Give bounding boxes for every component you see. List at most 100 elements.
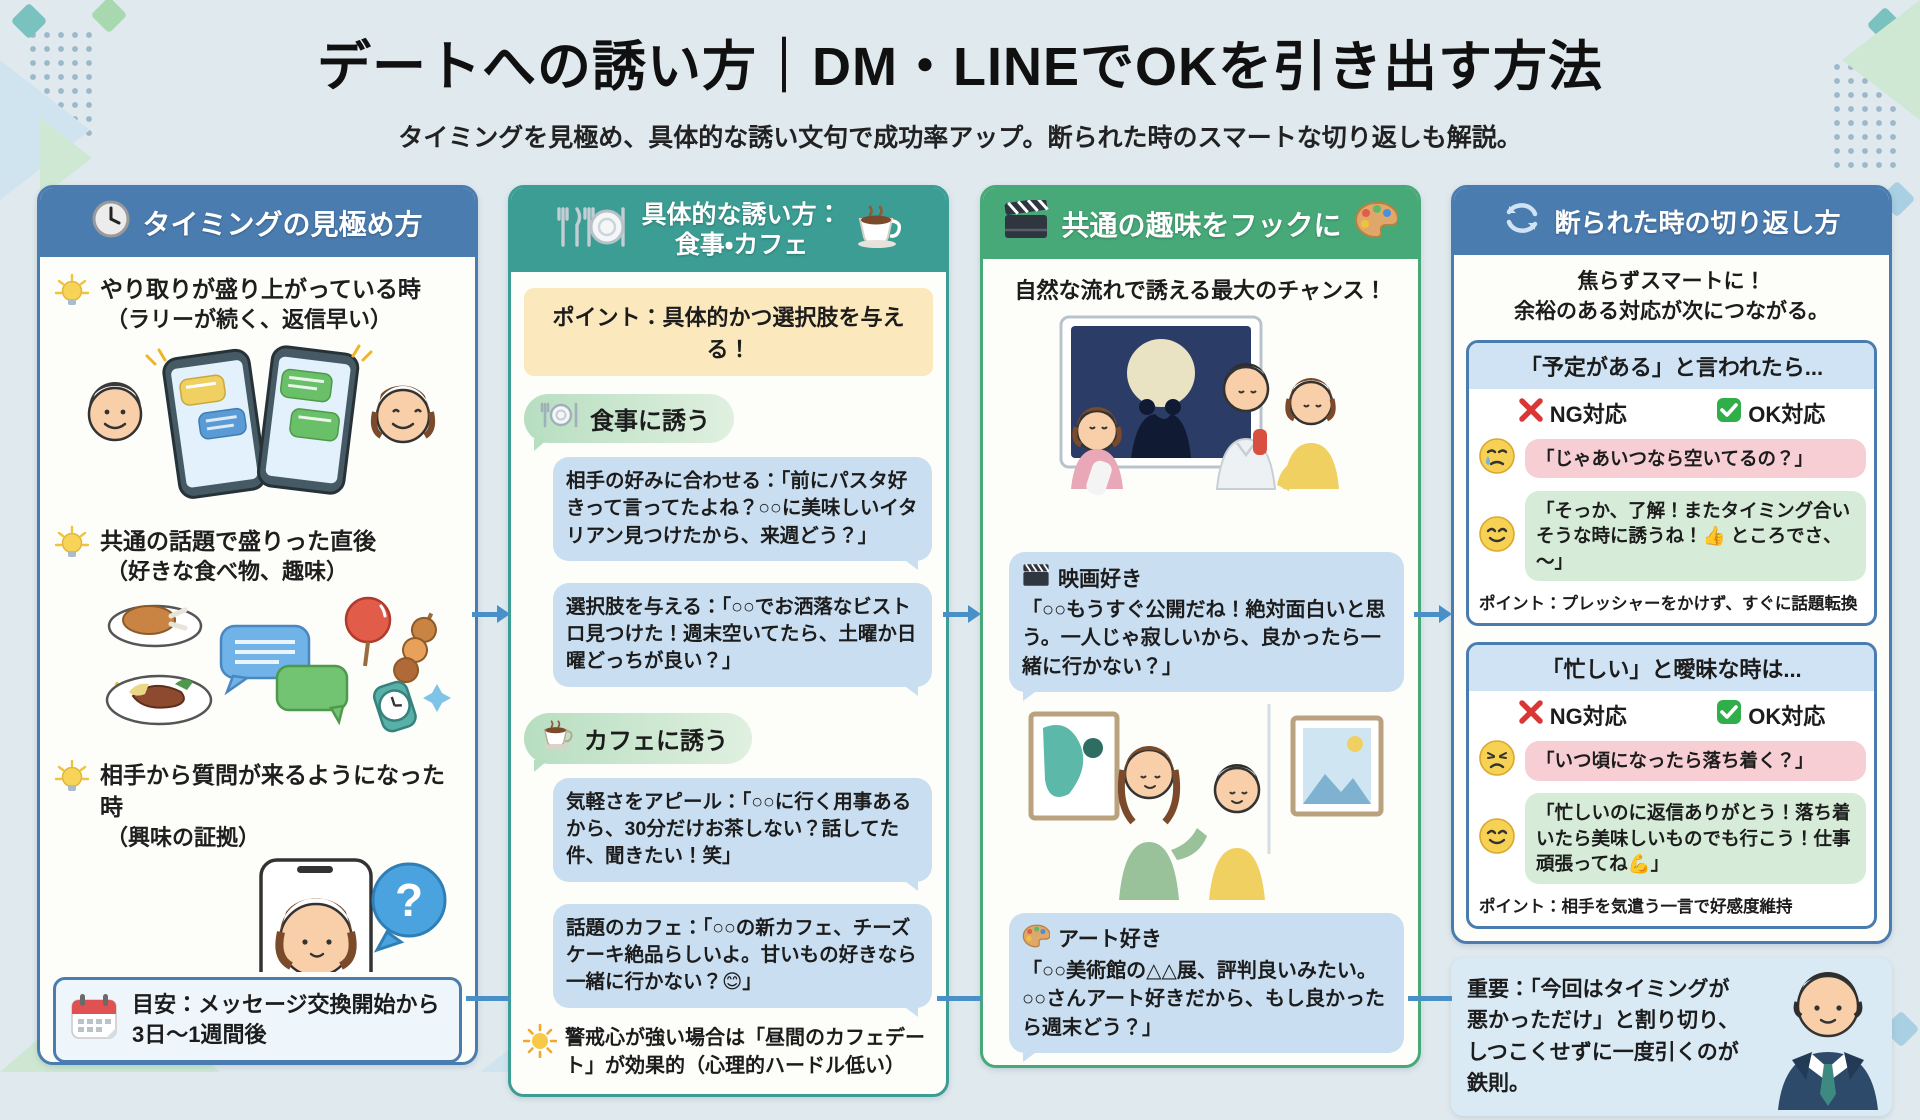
timing-item-2: 共通の話題で盛りった直後 （好きな食べ物、趣味） <box>40 509 475 588</box>
ok-label-text: OK対応 <box>1748 401 1826 427</box>
plans-ng-reply: 「じゃあいつなら空いてるの？」 <box>1525 438 1866 479</box>
flow-line-2 <box>937 996 981 1001</box>
busy-ok-reply: 「忙しいのに返信ありがとう！落ち着いたら美味しいものでも行こう！仕事頑張ってね💪… <box>1525 793 1866 884</box>
cafe-bubble-2: 話題のカフェ：「○○の新カフェ、チーズケーキ絶品らしいよ。甘いもの好きなら一緒に… <box>553 903 932 1017</box>
movie-bubble: 映画好き 「○○もうすぐ公開だね！絶対面白いと思う。一人じゃ寂しいから、良かった… <box>1009 552 1404 701</box>
plate-icon <box>540 402 580 435</box>
plans-point: ポイント：プレッシャーをかけず、すぐに話題転換 <box>1479 595 1858 614</box>
important-note-text: 重要：「今回はタイミングが悪かっただけ」と割り切り、しつこくせずに一度引くのが鉄… <box>1467 977 1740 1096</box>
invite-point-box: ポイント：具体的かつ選択肢を与える！ <box>524 288 933 376</box>
timing-footer-text: 目安：メッセージ交換開始から3日～1週間後 <box>132 992 440 1047</box>
art-gallery-illustration <box>1001 703 1401 905</box>
column-invite-title-line2: 食事・カフェ <box>674 231 809 259</box>
flow-line-3 <box>1408 996 1452 1001</box>
timing-item-3: 相手から質問が来るようになった時 （興味の証拠） <box>40 743 475 854</box>
cutlery-plate-icon <box>555 205 629 256</box>
important-note: 重要：「今回はタイミングが悪かっただけ」と割り切り、しつこくせずに一度引くのが鉄… <box>1451 957 1892 1116</box>
meal-bubble-2: 選択肢を与える：「○○でお洒落なビストロ見つけた！週末空いてたら、土曜か日曜どっ… <box>553 582 932 696</box>
page-title: デートへの誘い方｜DM・LINEでOKを引き出す方法 <box>317 37 1603 97</box>
movie-bubble-title: 映画好き <box>1058 567 1142 591</box>
coffee-cup-icon <box>854 205 902 256</box>
flow-arrow-1 <box>472 605 510 623</box>
ng-label: NG対応 <box>1518 397 1627 429</box>
ok-label: OK対応 <box>1716 699 1825 731</box>
flow-line-1 <box>466 996 510 1001</box>
rejection-section-plans: 「予定がある」と言われたら... NG対応 <box>1466 339 1877 627</box>
ok-label: OK対応 <box>1716 397 1825 429</box>
smiling-face-icon <box>1477 514 1517 559</box>
rejection-lead-line2: 余裕のある対応が次につながる。 <box>1514 300 1829 324</box>
busy-ng-reply: 「いつ頃になったら落ち着く？」 <box>1525 741 1866 781</box>
invite-footer: 警戒心が強い場合は「昼間のカフェデート」が効果的（心理的ハードル低い） <box>522 1023 934 1080</box>
clock-icon <box>92 200 130 245</box>
timing-item-3-note: （興味の証拠） <box>106 825 261 851</box>
green-check-icon <box>1716 699 1742 731</box>
column-invite: 具体的な誘い方： 食事・カフェ ポイント：具体的かつ選択肢を与える！ <box>508 185 949 1097</box>
invite-footer-text: 警戒心が強い場合は「昼間のカフェデート」が効果的（心理的ハードル低い） <box>565 1026 925 1077</box>
column-timing: タイミングの見極め方 やり取りが盛り上がっている時 （ラリーが続く、返信早い） <box>37 185 478 1065</box>
smiling-face-icon <box>1477 816 1517 861</box>
timing-item-1: やり取りが盛り上がっている時 （ラリーが続く、返信早い） <box>40 257 475 336</box>
lightbulb-icon <box>54 273 90 314</box>
rejection-section-busy: 「忙しい」と曖昧な時は... NG対応 <box>1466 642 1877 929</box>
red-cross-icon <box>1518 699 1544 731</box>
man-in-suit-illustration <box>1758 960 1898 1120</box>
column-rejection-title: 断られた時の切り返し方 <box>1554 208 1841 238</box>
refresh-icon <box>1502 200 1542 243</box>
red-cross-icon <box>1518 397 1544 429</box>
weary-face-icon <box>1477 738 1517 783</box>
calendar-icon <box>68 990 120 1050</box>
crying-face-icon <box>1477 436 1517 481</box>
lightbulb-icon <box>54 759 90 800</box>
rejection-lead: 焦らずスマートに！ 余裕のある対応が次につながる。 <box>1458 267 1885 328</box>
ok-label-text: OK対応 <box>1748 704 1826 730</box>
clapperboard-icon <box>1022 563 1050 596</box>
ng-label: NG対応 <box>1518 699 1627 731</box>
question-phone-illustration: ? <box>237 854 457 1012</box>
flow-arrow-2 <box>943 605 981 623</box>
timing-item-1-note: （ラリーが続く、返信早い） <box>106 307 393 333</box>
page-subtitle: タイミングを見極め、具体的な誘い文句で成功率アップ。断られた時のスマートな切り返… <box>398 124 1522 152</box>
coffee-cup-icon <box>540 720 574 757</box>
green-check-icon <box>1716 397 1742 429</box>
rejection-lead-line1: 焦らずスマートに！ <box>1577 270 1766 293</box>
cafe-invite-label-text: カフェに誘う <box>584 727 728 755</box>
movie-poster-illustration <box>1001 311 1401 544</box>
meal-invite-label: 食事に誘う <box>524 394 734 451</box>
column-rejection-header: 断られた時の切り返し方 <box>1454 188 1889 255</box>
column-rejection: 断られた時の切り返し方 焦らずスマートに！ 余裕のある対応が次につながる。 「予… <box>1451 185 1892 1116</box>
palette-icon <box>1022 924 1051 957</box>
sun-icon <box>522 1023 558 1066</box>
meal-bubble-1: 相手の好みに合わせる：「前にパスタ好きって言ってたよね？○○に美味しいイタリアン… <box>553 457 932 570</box>
chat-phones-illustration <box>63 336 453 509</box>
column-hobby-title: 共通の趣味をフックに <box>1061 209 1342 241</box>
clapperboard-icon <box>1003 197 1050 247</box>
cafe-bubble-1: 気軽さをアピール：「○○に行く用事あるから、30分だけお茶しない？話してた件、聞… <box>553 777 932 891</box>
timing-footer: 目安：メッセージ交換開始から3日～1週間後 <box>53 977 462 1062</box>
timing-item-1-title: やり取りが盛り上がっている時 <box>100 276 421 302</box>
column-hobby: 共通の趣味をフックに 自然な流れで誘える最大のチャンス！ <box>980 185 1421 1068</box>
palette-icon <box>1354 201 1399 246</box>
column-invite-header: 具体的な誘い方： 食事・カフェ <box>511 188 946 272</box>
rejection-section-plans-title: 「予定がある」と言われたら... <box>1469 342 1874 389</box>
column-invite-title-line1: 具体的な誘い方： <box>641 201 842 229</box>
timing-item-2-note: （好きな食べ物、趣味） <box>106 559 349 585</box>
ng-label-text: NG対応 <box>1549 401 1627 427</box>
column-timing-title: タイミングの見極め方 <box>142 208 423 240</box>
hobby-lead-text: 自然な流れで誘える最大のチャンス！ <box>1014 278 1387 303</box>
plans-ok-reply: 「そっか、了解！またタイミング合いそうな時に誘うね！👍 ところでさ、～」 <box>1525 490 1866 582</box>
rejection-section-busy-title: 「忙しい」と曖昧な時は... <box>1469 645 1874 692</box>
lightbulb-icon <box>54 525 90 566</box>
column-timing-header: タイミングの見極め方 <box>40 188 475 257</box>
art-bubble-text: 「○○美術館の△△展、評判良いみたい。○○さんアート好きだから、もし良かったら週… <box>1022 959 1385 1039</box>
ng-label-text: NG対応 <box>1549 704 1627 730</box>
svg-text:?: ? <box>395 874 423 926</box>
movie-bubble-text: 「○○もうすぐ公開だね！絶対面白いと思う。一人じゃ寂しいから、良かったら一緒に行… <box>1022 598 1386 678</box>
cafe-invite-label: カフェに誘う <box>524 712 752 772</box>
art-bubble: アート好き 「○○美術館の△△展、評判良いみたい。○○さんアート好きだから、もし… <box>1009 912 1404 1062</box>
meal-invite-label-text: 食事に誘う <box>590 408 710 435</box>
timing-item-3-title: 相手から質問が来るようになった時 <box>100 761 445 821</box>
food-topics-illustration <box>63 588 453 743</box>
timing-item-2-title: 共通の話題で盛りった直後 <box>100 527 376 554</box>
busy-point: ポイント：相手を気遣う一言で好感度維持 <box>1479 897 1793 916</box>
